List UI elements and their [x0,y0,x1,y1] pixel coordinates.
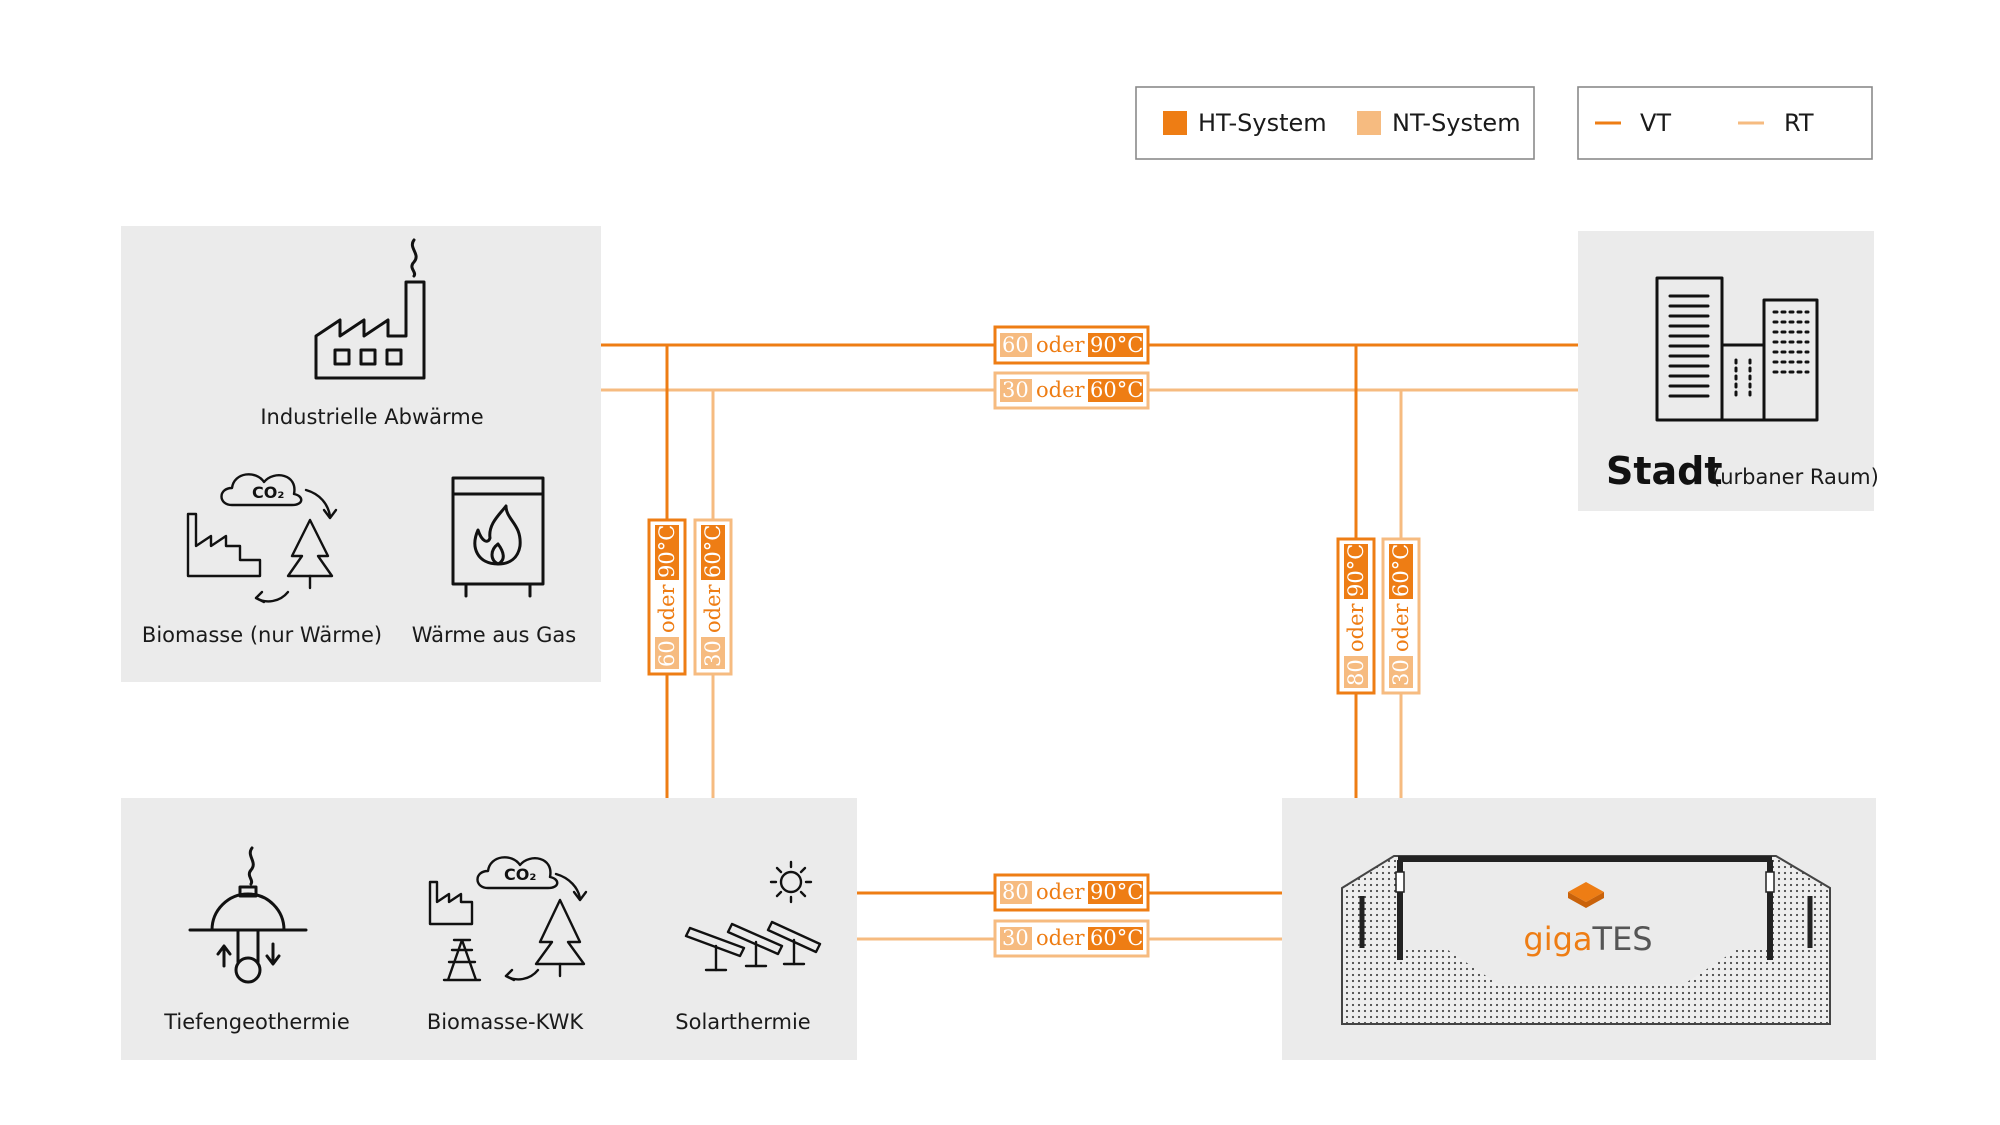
svg-text:60°C: 60°C [1389,544,1413,597]
geothermal-label: Tiefengeothermie [163,1010,350,1034]
svg-text:80: 80 [1002,880,1029,904]
city-subtitle: (urbaner Raum) [1712,465,1879,489]
panel-top-sources [121,226,601,682]
co2-text: CO₂ [252,483,284,502]
industrial-waste-heat-label: Industrielle Abwärme [260,405,483,429]
svg-text:90°C: 90°C [1090,333,1143,357]
svg-text:oder: oder [1036,880,1086,904]
biomass-chp-icon: CO₂ [428,856,588,982]
gas-boiler-icon [451,476,545,598]
tag-top-vt: 60 oder 90°C [993,325,1150,365]
panel-city [1578,231,1874,511]
tag-right-vt: 80 oder 90°C [1336,537,1376,695]
legend-system: HT-System NT-System [1135,86,1535,160]
svg-text:oder: oder [1036,333,1086,357]
ht-system-label: HT-System [1198,109,1327,137]
solar-thermal-icon [684,860,822,972]
tag-top-rt: 30 oder 60°C [993,371,1150,410]
gigates-logo-suffix: TES [1592,920,1653,958]
biomass-heat-label: Biomasse (nur Wärme) [142,623,382,647]
biomass-cycle-icon: CO₂ [186,473,338,604]
city-title: Stadt [1606,449,1723,493]
factory-icon [314,238,426,380]
tag-bottom-vt: 80 oder 90°C [993,873,1150,912]
svg-text:30: 30 [1002,378,1029,402]
nt-swatch [1357,111,1381,135]
gigates-storage-icon [1341,855,1831,1025]
gas-heat-label: Wärme aus Gas [412,623,576,647]
svg-text:oder: oder [1036,926,1086,950]
svg-text:oder: oder [655,583,679,633]
svg-text:oder: oder [701,583,725,633]
nt-system-label: NT-System [1392,109,1521,137]
svg-text:90°C: 90°C [655,525,679,578]
svg-text:30: 30 [701,640,725,667]
svg-text:60°C: 60°C [701,525,725,578]
vt-label: VT [1640,109,1671,137]
tag-left-rt: 30 oder 60°C [693,518,733,676]
svg-text:30: 30 [1389,659,1413,686]
tag-right-rt: 30 oder 60°C [1381,537,1421,695]
rt-label: RT [1784,109,1814,137]
city-buildings-icon [1655,276,1819,422]
svg-text:30: 30 [1002,926,1029,950]
tag-bottom-rt: 30 oder 60°C [993,919,1150,958]
ht-swatch [1163,111,1187,135]
svg-text:90°C: 90°C [1344,544,1368,597]
biomass-chp-label: Biomasse-KWK [427,1010,585,1034]
geothermal-icon [188,846,308,984]
tag-left-vt: 60 oder 90°C [647,518,687,676]
svg-text:90°C: 90°C [1090,880,1143,904]
co2-text-chp: CO₂ [504,865,536,884]
svg-text:60°C: 60°C [1090,378,1143,402]
svg-text:oder: oder [1344,602,1368,652]
svg-text:oder: oder [1389,602,1413,652]
svg-text:80: 80 [1344,659,1368,686]
solar-thermal-label: Solarthermie [675,1010,810,1034]
gigates-logo-text: gigaTES [1523,920,1652,958]
svg-text:oder: oder [1036,378,1086,402]
svg-text:60: 60 [655,640,679,667]
svg-text:60°C: 60°C [1090,926,1143,950]
svg-text:60: 60 [1002,333,1029,357]
gigates-logo-prefix: giga [1523,920,1592,958]
legend-lines: VT RT [1577,86,1873,160]
